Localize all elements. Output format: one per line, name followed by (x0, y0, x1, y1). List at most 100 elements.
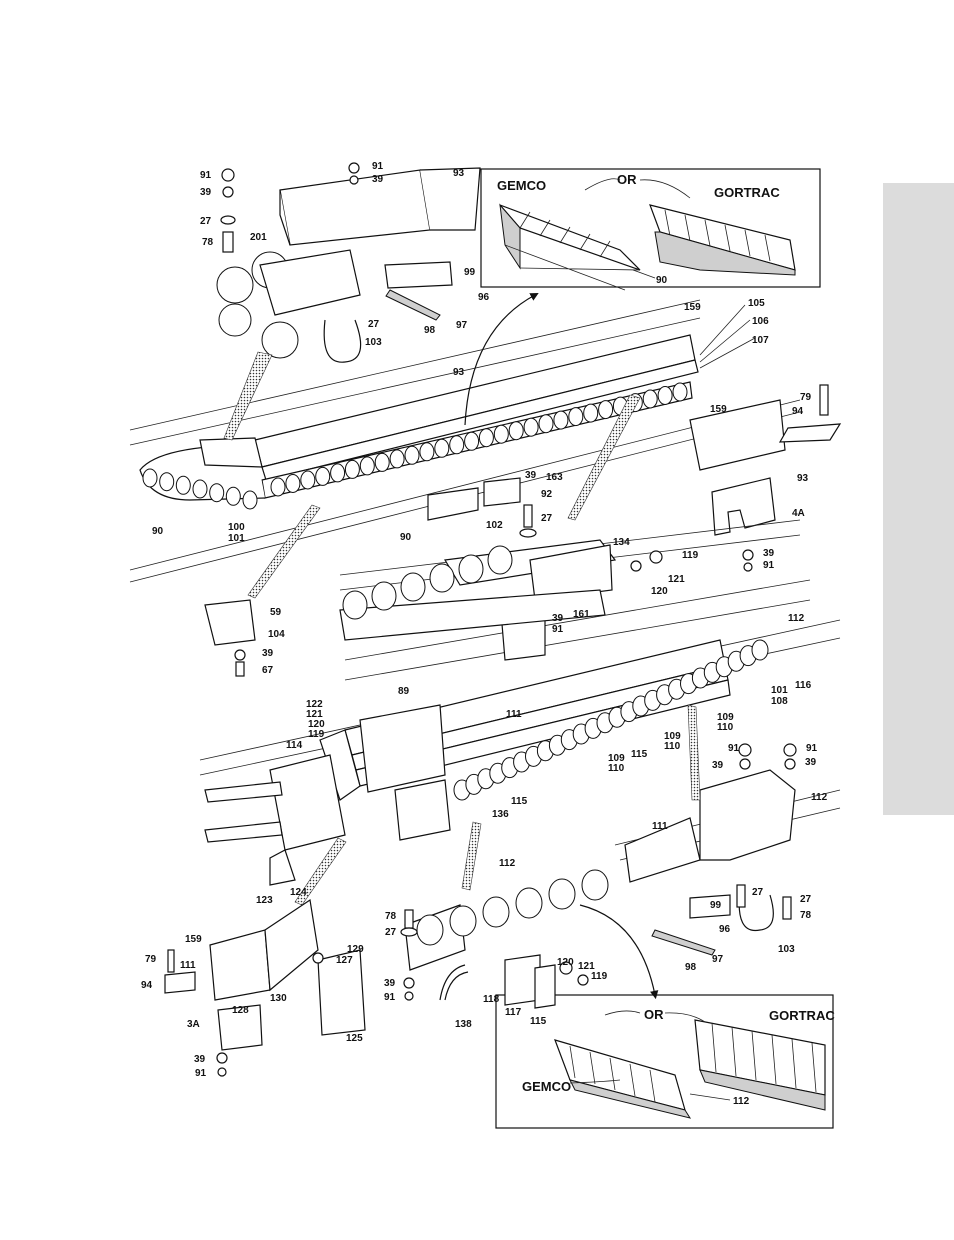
chain-roller (642, 389, 658, 409)
chain-roller (175, 475, 191, 495)
chain-roller (344, 459, 360, 479)
callout-label: 104 (268, 629, 285, 640)
callout-label: 99 (464, 267, 476, 278)
callout-label: 3A (187, 1019, 200, 1030)
top-inset-or-label: OR (617, 172, 637, 187)
chain-roller (374, 452, 390, 472)
chain-roller (429, 563, 455, 593)
callout-label: 94 (141, 980, 153, 991)
chain-roller (568, 407, 584, 427)
callout-label: 99 (710, 900, 722, 911)
callout-label: 103 (778, 944, 795, 955)
chain-roller (553, 410, 569, 430)
chain-roller (342, 590, 368, 620)
callout-label: 98 (424, 325, 436, 336)
callout-label: 79 (145, 954, 157, 965)
bottom-inset-or-label: OR (644, 1007, 664, 1022)
callout-label: 121 (306, 709, 323, 720)
callout-label: 120 (651, 586, 668, 597)
callout-label: 136 (492, 809, 509, 820)
chain-roller (209, 483, 225, 503)
callout-label: 91 (763, 560, 775, 571)
callout-label: 27 (385, 927, 397, 938)
callout-label: 120 (557, 957, 574, 968)
callout-label: 78 (800, 910, 812, 921)
callout-label: 101 (771, 685, 788, 696)
callout-label: 128 (232, 1005, 249, 1016)
callout-label: 39 (200, 187, 212, 198)
callout-label: 4A (792, 508, 805, 519)
callout-label: 96 (478, 292, 490, 303)
callout-label: 39 (262, 648, 274, 659)
callout-label: 100 (228, 522, 245, 533)
callout-label: 91 (806, 743, 818, 754)
callout-label: 119 (308, 729, 325, 740)
callout-label: 115 (511, 796, 528, 807)
callout-label: 107 (752, 335, 769, 346)
callout-label: 112 (499, 858, 516, 869)
chain-roller (192, 479, 208, 499)
chain-roller (538, 414, 554, 434)
callout-label: 91 (195, 1068, 207, 1079)
callout-label: 110 (717, 722, 734, 733)
bottom-inset-gortrac-label: GORTRAC (769, 1008, 835, 1023)
detail-cones (223, 351, 701, 906)
callout-label: 27 (752, 887, 764, 898)
callout-label: 106 (752, 316, 769, 327)
lower-boom-assembly (164, 619, 841, 1051)
gemco-chain-top (499, 203, 641, 291)
gortrac-chain-bottom (694, 1019, 826, 1111)
top-inset-frame (480, 168, 821, 288)
chain-roller (493, 424, 509, 444)
callout-label: 125 (346, 1033, 363, 1044)
callout-label: 67 (262, 665, 274, 676)
callout-label: 101 (228, 533, 245, 544)
callout-label: 59 (270, 607, 282, 618)
callout-label: 39 (712, 760, 724, 771)
callout-label: 39 (194, 1054, 206, 1065)
chain-roller (515, 887, 543, 919)
callout-label: 102 (486, 520, 503, 531)
chain-roller (672, 382, 688, 402)
top-inset-gemco-label: GEMCO (497, 178, 546, 193)
callout-label: 78 (385, 911, 397, 922)
callout-label: 79 (800, 392, 812, 403)
callout-label: 120 (308, 719, 325, 730)
callout-label: 105 (748, 298, 765, 309)
chain-roller (487, 545, 513, 575)
callout-label: 115 (530, 1016, 547, 1027)
callout-label: 91 (384, 992, 396, 1003)
callout-label: 97 (712, 954, 724, 965)
chain-roller (225, 486, 241, 506)
chain-roller (598, 400, 614, 420)
callout-label: 116 (795, 680, 812, 691)
fastener-stacks (167, 162, 829, 1077)
callout-label: 134 (613, 537, 630, 548)
bottom-inset-part-label: 112 (733, 1096, 750, 1107)
chain-roller (142, 468, 158, 488)
chain-roller (371, 581, 397, 611)
chain-roller (434, 438, 450, 458)
chain-roller (389, 449, 405, 469)
callout-label: 159 (185, 934, 202, 945)
chain-roller (285, 474, 301, 493)
callout-label: 122 (306, 699, 323, 710)
chain-roller (464, 431, 480, 451)
chain-roller (404, 445, 420, 465)
callout-label: 112 (788, 613, 805, 624)
chain-roller (508, 421, 524, 441)
lower-chain-rollers (453, 639, 769, 801)
callout-label: 112 (811, 792, 828, 803)
callout-label: 109 (608, 753, 625, 764)
callout-label: 39 (372, 174, 384, 185)
callout-label: 111 (506, 709, 522, 720)
arrow-to-bottom-inset (579, 904, 659, 1000)
callout-label: 97 (456, 320, 468, 331)
arrow-to-top-inset (464, 293, 539, 426)
callout-label: 124 (290, 887, 307, 898)
callout-label: 103 (365, 337, 382, 348)
callout-label: 110 (664, 741, 681, 752)
callout-label: 92 (541, 489, 553, 500)
callout-label: 89 (398, 686, 410, 697)
callout-label: 93 (453, 367, 465, 378)
